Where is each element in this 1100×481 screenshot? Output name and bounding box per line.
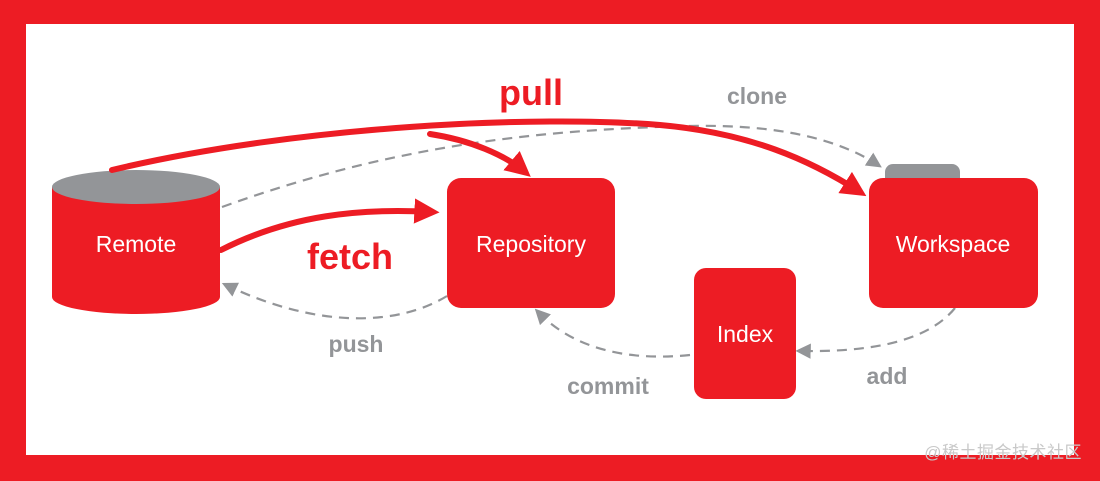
index-box [694, 268, 796, 399]
index-label: Index [717, 321, 774, 347]
clone-arrow [221, 124, 882, 209]
remote-label: Remote [96, 231, 177, 257]
watermark-text: @稀土掘金技术社区 [924, 443, 1082, 462]
repository-box [447, 178, 615, 308]
workspace-box [869, 178, 1038, 308]
add-arrow [795, 307, 956, 359]
add-label: add [867, 363, 908, 389]
workspace-node[interactable]: Workspace [869, 164, 1038, 308]
repository-label: Repository [476, 231, 586, 257]
pull-label: pull [499, 72, 563, 113]
workspace-label: Workspace [896, 231, 1011, 257]
pull-to-repository-arrow [427, 131, 531, 177]
commit-arrow [534, 308, 691, 358]
pull-to-workspace-arrow [109, 118, 867, 197]
remote-cylinder-body [52, 187, 220, 314]
push-label: push [329, 331, 384, 357]
remote-node[interactable]: Remote [52, 170, 220, 314]
remote-cylinder-top [52, 170, 220, 204]
push-arrow [221, 282, 448, 320]
repository-node[interactable]: Repository [447, 178, 615, 308]
commit-label: commit [567, 373, 649, 399]
clone-label: clone [727, 83, 787, 109]
fetch-label: fetch [307, 236, 393, 277]
index-node[interactable]: Index [694, 268, 796, 399]
fetch-arrow [218, 198, 440, 253]
